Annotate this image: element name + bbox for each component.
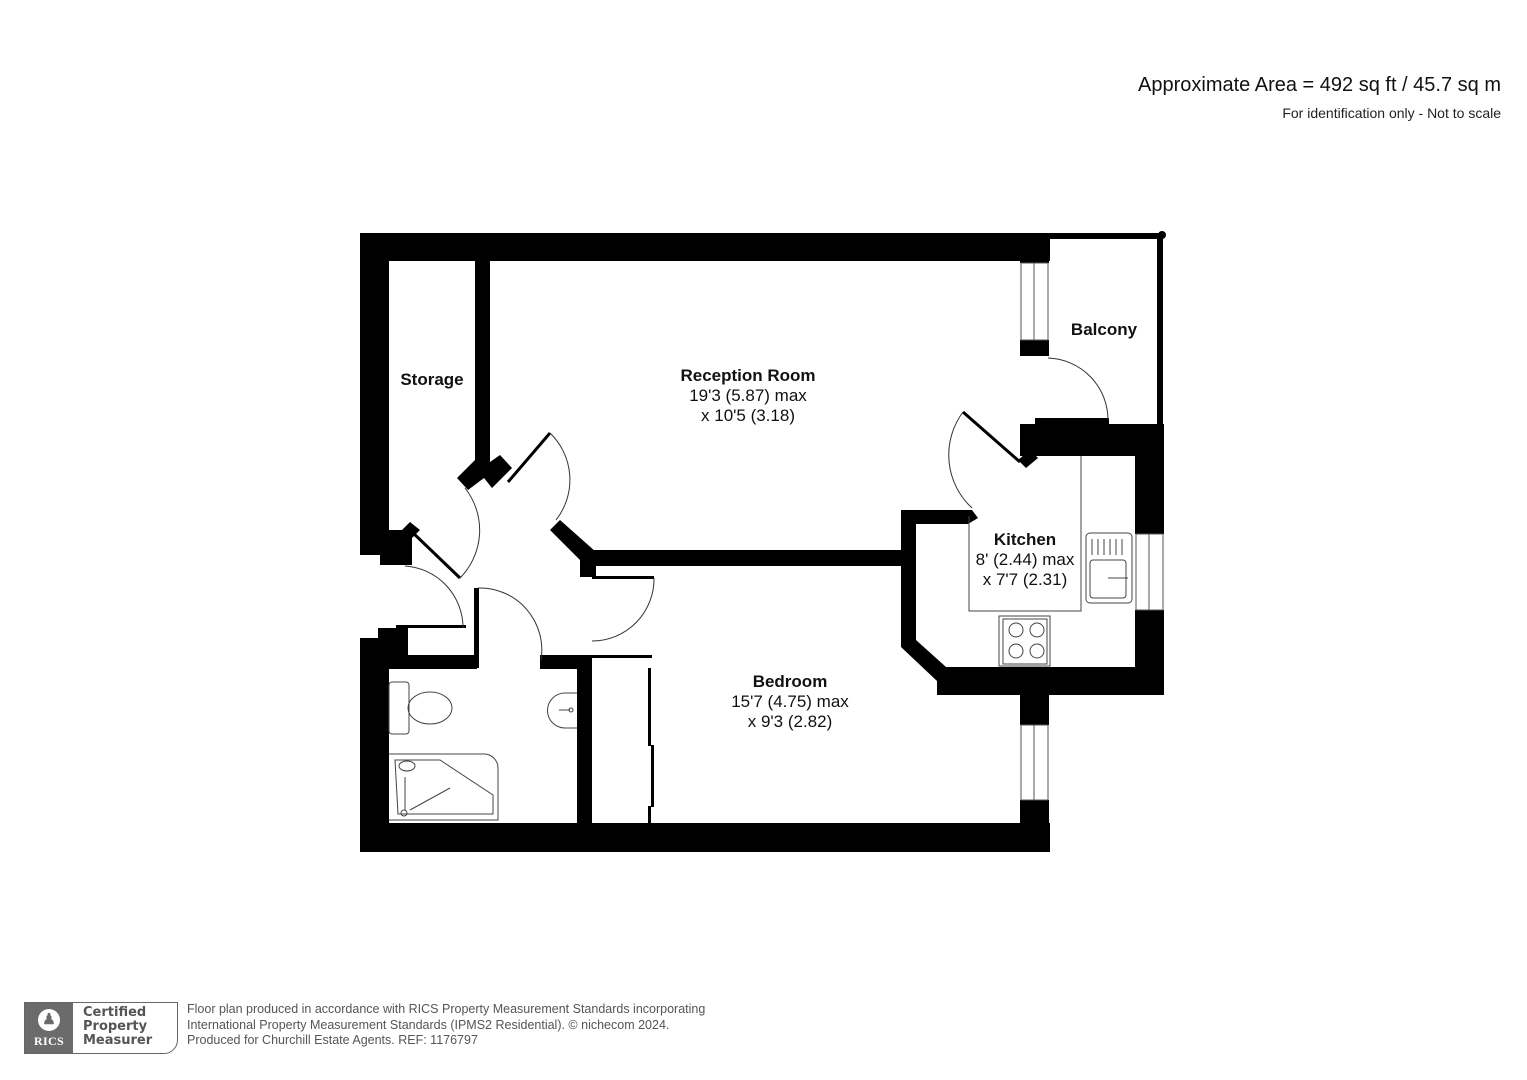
footer-credits: Floor plan produced in accordance with R… [187, 1002, 705, 1049]
walls [360, 231, 1166, 852]
footer-line-1: Floor plan produced in accordance with R… [187, 1002, 706, 1016]
room-dimension-1: 15'7 (4.75) max [731, 692, 849, 711]
footer-line-3: Produced for Churchill Estate Agents. RE… [187, 1033, 478, 1047]
room-dimension-2: x 7'7 (2.31) [982, 570, 1068, 589]
room-name: Storage [400, 370, 464, 389]
room-dimension-1: 19'3 (5.87) max [689, 386, 807, 405]
room-kitchen: Kitchen 8' (2.44) max x 7'7 (2.31) [966, 530, 1084, 590]
room-dimension-1: 8' (2.44) max [975, 550, 1075, 569]
cert-line-2: Property [83, 1019, 148, 1034]
hob-icon [998, 615, 1051, 667]
rics-certified-badge: ♟ RICS Certified Property Measurer [24, 1002, 178, 1054]
toilet-icon [388, 681, 453, 735]
footer-line-2: International Property Measurement Stand… [187, 1017, 670, 1032]
cert-line-3: Measurer [83, 1033, 153, 1048]
kitchen-sink-icon [1085, 532, 1133, 604]
cert-line-1: Certified [83, 1005, 147, 1020]
room-name: Balcony [1070, 320, 1138, 339]
room-bedroom: Bedroom 15'7 (4.75) max x 9'3 (2.82) [700, 672, 880, 732]
room-balcony: Balcony [1052, 320, 1156, 340]
lion-icon: ♟ [38, 1009, 60, 1031]
room-name: Bedroom [752, 672, 828, 691]
room-reception: Reception Room 19'3 (5.87) max x 10'5 (3… [640, 366, 856, 426]
rics-org: RICS [34, 1034, 64, 1048]
room-dimension-2: x 10'5 (3.18) [701, 406, 795, 425]
doors [404, 357, 1109, 661]
scale-disclaimer: For identification only - Not to scale [1282, 105, 1501, 121]
certification-text: Certified Property Measurer [83, 1006, 152, 1048]
rics-logo: ♟ RICS [25, 1003, 73, 1053]
windows [1020, 262, 1164, 801]
room-storage: Storage [390, 370, 474, 390]
basin-icon [547, 692, 577, 729]
kitchen-worktop [968, 456, 1082, 612]
shower-tray-icon [389, 753, 499, 821]
room-name: Reception Room [680, 366, 816, 385]
room-name: Kitchen [993, 530, 1057, 549]
approximate-area: Approximate Area = 492 sq ft / 45.7 sq m [1138, 74, 1501, 96]
room-dimension-2: x 9'3 (2.82) [747, 712, 833, 731]
